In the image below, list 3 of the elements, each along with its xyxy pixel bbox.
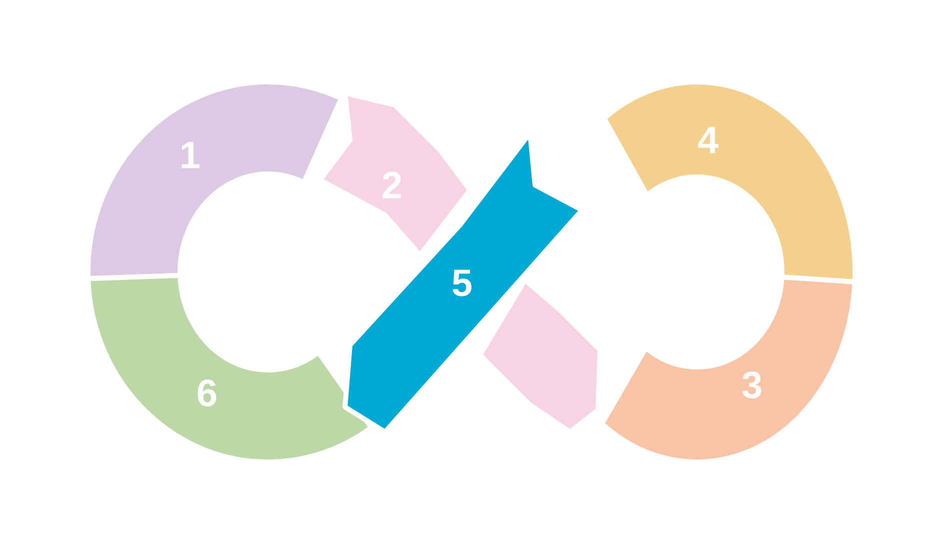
loop-segment: 3 bbox=[599, 274, 858, 464]
loop-segment: 4 bbox=[602, 79, 858, 284]
loop-segment: 6 bbox=[86, 272, 374, 464]
